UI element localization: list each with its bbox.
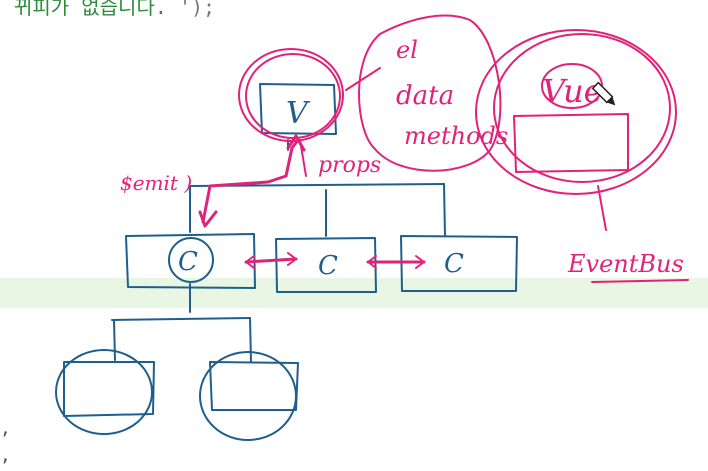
emit-label: $emit )	[120, 171, 192, 195]
root-label: V	[286, 96, 311, 131]
tree-branch-right	[443, 183, 446, 237]
grand-branch-left	[113, 319, 116, 361]
grandchild-left-circle	[55, 349, 153, 435]
options-pointer-line	[345, 67, 381, 91]
eventbus-label: EventBus	[567, 250, 684, 278]
sibling-arrowhead-right-2	[415, 255, 425, 269]
code-string-tail: ');	[178, 0, 216, 19]
sibling-arrowhead-left	[245, 255, 255, 269]
grandchild-box-right	[209, 361, 299, 411]
child-left-circle	[168, 237, 214, 283]
grand-branch-right	[249, 317, 252, 363]
option-data: data	[396, 81, 454, 111]
eventbus-circle-inner	[493, 33, 671, 183]
child-label-right: C	[444, 249, 464, 279]
eventbus-circle-outer	[475, 29, 677, 195]
sibling-arrowhead-left-2	[367, 255, 377, 269]
child-box-middle	[275, 237, 377, 293]
vue-label: Vue	[542, 72, 603, 110]
option-el: el	[396, 36, 418, 64]
pen-cursor-icon	[591, 81, 616, 106]
gutter-comma-1: ,	[0, 418, 11, 439]
gutter-comma-2: ,	[0, 445, 11, 466]
child-box-right	[400, 235, 518, 292]
eventbus-box	[513, 113, 629, 173]
child-box-left	[125, 233, 256, 289]
props-label: props	[318, 153, 381, 178]
option-methods: methods	[404, 122, 508, 150]
sibling-arrowhead-right	[287, 252, 297, 266]
root-vue-box	[259, 83, 337, 135]
pink-ink-layer	[198, 14, 689, 283]
grandchild-right-circle	[199, 351, 297, 441]
eventbus-pointer	[597, 185, 607, 231]
options-cloud	[358, 14, 502, 172]
blue-ink-layer	[55, 83, 518, 441]
emit-arrow-path	[201, 138, 300, 224]
code-string-text: 뀌피가 없습니다.	[14, 0, 167, 19]
child-label-left: C	[178, 247, 198, 277]
eventbus-underline	[591, 279, 689, 283]
emit-arrowhead-down	[198, 210, 218, 228]
diagram-labels: V el data methods $emit ) props C C C Vu…	[120, 36, 684, 281]
grand-horizontal-bar	[111, 317, 251, 321]
sibling-arrow-left	[244, 257, 298, 264]
grandchild-box-left	[63, 361, 155, 417]
code-line-top: 뀌피가 없습니다. ');	[14, 0, 215, 20]
child-label-middle: C	[318, 251, 338, 281]
props-down-line	[299, 139, 307, 177]
